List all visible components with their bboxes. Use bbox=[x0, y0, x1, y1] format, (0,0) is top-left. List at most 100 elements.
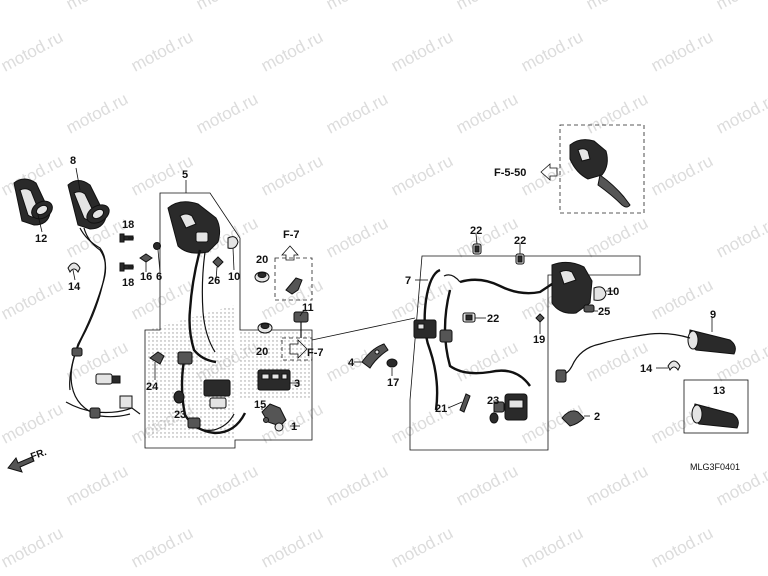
front-label: FR. bbox=[29, 447, 48, 463]
watermark-text: motod.ru bbox=[648, 523, 716, 571]
label-4: 4 bbox=[348, 357, 355, 369]
watermark-text: motod.ru bbox=[0, 399, 66, 447]
heated-grip-8 bbox=[65, 180, 141, 419]
label-18-lower: 18 bbox=[122, 277, 134, 289]
label-22-a: 22 bbox=[470, 225, 482, 237]
switch-box-5 bbox=[144, 192, 313, 449]
watermark-text: motod.ru bbox=[648, 27, 716, 75]
label-18-upper: 18 bbox=[122, 219, 134, 231]
label-7: 7 bbox=[405, 275, 411, 287]
watermark-text: motod.ru bbox=[583, 89, 651, 137]
label-15: 15 bbox=[254, 399, 266, 411]
watermark-text: motod.ru bbox=[648, 151, 716, 199]
label-6: 6 bbox=[156, 271, 162, 283]
watermark-text: motod.ru bbox=[258, 523, 326, 571]
watermark-text: motod.ru bbox=[388, 523, 456, 571]
clip-2 bbox=[561, 410, 585, 427]
label-19: 19 bbox=[533, 334, 545, 346]
left-switch-housing bbox=[167, 201, 247, 435]
watermark-text: motod.ru bbox=[0, 461, 1, 509]
watermark-text: motod.ru bbox=[258, 151, 326, 199]
watermark-text: motod.ru bbox=[323, 89, 391, 137]
label-22-b: 22 bbox=[514, 235, 526, 247]
watermark-text: motod.ru bbox=[323, 461, 391, 509]
watermark-text: motod.ru bbox=[0, 89, 1, 137]
front-arrow bbox=[7, 456, 35, 473]
parts-24-23-15-1 bbox=[149, 351, 287, 432]
watermark-text: motod.ru bbox=[648, 275, 716, 323]
watermark-text: motod.ru bbox=[193, 0, 261, 14]
watermark-text: motod.ru bbox=[388, 27, 456, 75]
label-16: 16 bbox=[140, 271, 152, 283]
connector-11 bbox=[293, 311, 309, 338]
label-11: 11 bbox=[302, 302, 314, 314]
ref-f7-upper: F-7 bbox=[283, 229, 300, 241]
watermark-text: motod.ru bbox=[323, 213, 391, 261]
watermark-text: motod.ru bbox=[63, 0, 131, 14]
watermark-text: motod.ru bbox=[0, 0, 1, 14]
watermark-text: motod.ru bbox=[323, 337, 391, 385]
clip-14-right bbox=[667, 360, 681, 371]
watermark-text: motod.ru bbox=[453, 213, 521, 261]
watermark-text: motod.ru bbox=[258, 27, 326, 75]
watermark-text: motod.ru bbox=[0, 523, 66, 571]
f7-upper-ref bbox=[274, 245, 313, 301]
label-8: 8 bbox=[70, 155, 76, 167]
label-14-right: 14 bbox=[640, 363, 653, 375]
label-20-lower: 20 bbox=[256, 346, 268, 358]
watermark-text: motod.ru bbox=[128, 523, 196, 571]
screws-18-16-6 bbox=[119, 233, 161, 272]
drawing-code: MLG3F0401 bbox=[690, 462, 740, 472]
watermark-text: motod.ru bbox=[128, 27, 196, 75]
right-harness-7 bbox=[413, 268, 553, 424]
grommets-20 bbox=[254, 271, 273, 334]
f550-ref-box bbox=[540, 124, 645, 214]
label-3: 3 bbox=[294, 378, 300, 390]
ref-f550: F-5-50 bbox=[494, 167, 526, 179]
watermark-text: motod.ru bbox=[63, 461, 131, 509]
label-9: 9 bbox=[710, 309, 716, 321]
watermark-text: motod.ru bbox=[583, 213, 651, 261]
watermark-text: motod.ru bbox=[63, 89, 131, 137]
watermark-text: motod.ru bbox=[193, 89, 261, 137]
left-grip-12 bbox=[13, 178, 53, 226]
watermark-text: motod.ru bbox=[453, 89, 521, 137]
watermark-text: motod.ru bbox=[193, 461, 261, 509]
right-switch-housing bbox=[535, 261, 607, 323]
relay-3 bbox=[257, 369, 291, 391]
grommets-22 bbox=[462, 243, 525, 323]
parts-26-10-left bbox=[212, 236, 239, 268]
label-20-upper: 20 bbox=[256, 254, 268, 266]
watermark-text: motod.ru bbox=[453, 0, 521, 14]
f7-lower-ref bbox=[281, 337, 313, 361]
ref-f7-lower: F-7 bbox=[307, 347, 324, 359]
label-23-left: 23 bbox=[174, 409, 186, 421]
watermark-text: motod.ru bbox=[518, 27, 586, 75]
heated-grip-9 bbox=[555, 329, 736, 383]
watermark-text: motod.ru bbox=[713, 0, 768, 14]
watermark-text: motod.ru bbox=[453, 337, 521, 385]
label-1: 1 bbox=[291, 421, 297, 433]
label-21: 21 bbox=[435, 403, 447, 415]
label-17: 17 bbox=[387, 377, 399, 389]
label-23-right: 23 bbox=[487, 395, 499, 407]
grip-13 bbox=[683, 379, 749, 434]
label-24: 24 bbox=[146, 381, 159, 393]
label-14-left: 14 bbox=[68, 281, 81, 293]
watermark-text: motod.ru bbox=[583, 337, 651, 385]
watermark-text: motod.ru bbox=[518, 523, 586, 571]
label-22-c: 22 bbox=[487, 313, 499, 325]
label-13: 13 bbox=[713, 385, 725, 397]
label-25: 25 bbox=[598, 306, 610, 318]
label-26: 26 bbox=[208, 275, 220, 287]
label-5: 5 bbox=[182, 169, 188, 181]
part-labels: 12 8 14 18 18 16 6 5 26 10 F-7 20 11 20 … bbox=[29, 155, 740, 472]
watermark-text: motod.ru bbox=[0, 275, 66, 323]
watermark-text: motod.ru bbox=[453, 461, 521, 509]
watermark-text: motod.ru bbox=[0, 213, 1, 261]
watermark-text: motod.ru bbox=[583, 0, 651, 14]
watermark-text: motod.ru bbox=[713, 213, 768, 261]
